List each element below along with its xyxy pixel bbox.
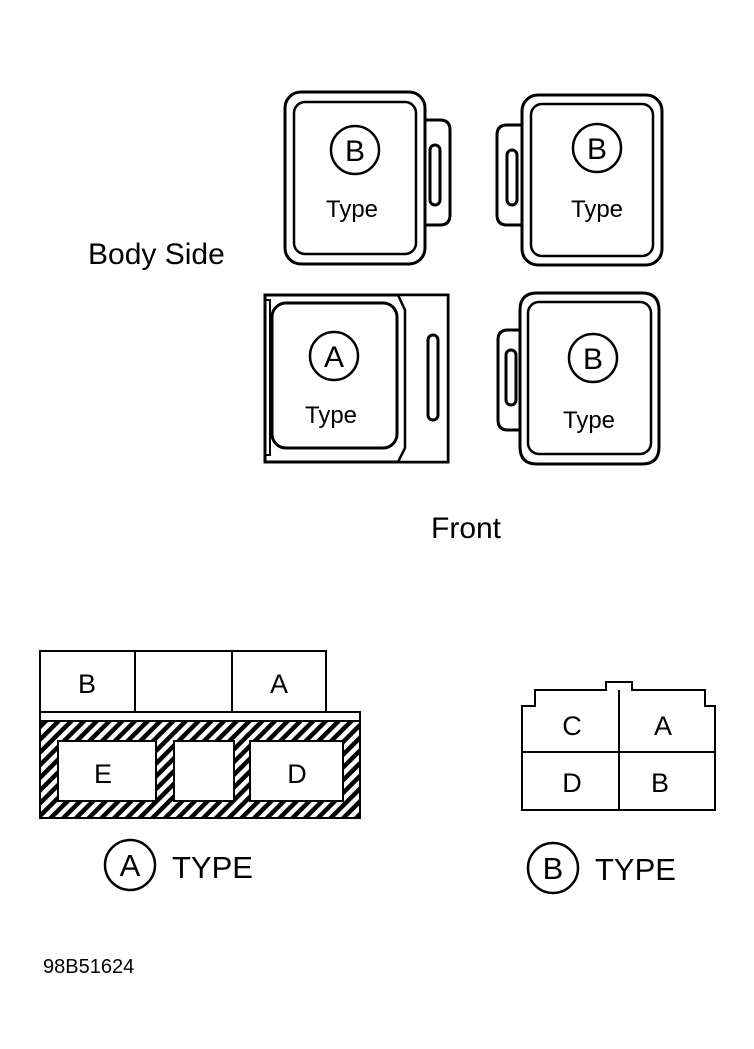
type-circle [567,332,619,384]
terminal-label: B [78,669,96,699]
latch-slot [504,348,518,407]
connector-letter: B [583,343,603,376]
type-a-terminal-layout: B A E D A TYPE [39,650,361,892]
connector-type-label: Type [571,196,623,223]
terminal-cell [134,650,233,713]
connector-type-label: Type [326,196,378,223]
body-side-label: Body Side [88,238,225,271]
connector-type-label: Type [305,402,357,429]
type-circle [329,124,381,176]
connector-letter: B [345,135,365,168]
figure-id: 98B51624 [43,956,135,978]
terminal-label: A [654,711,672,741]
latch-slot [426,333,440,422]
terminal-cell [231,650,327,713]
connector-type-label: Type [563,407,615,434]
terminal-label: B [651,768,669,798]
type-caption: TYPE [595,852,676,887]
connector-letter: A [324,341,344,374]
type-circle [526,841,580,895]
terminal-cell [249,740,344,802]
terminal-label: D [562,768,582,798]
type-letter: B [543,851,564,886]
terminal-label: E [94,759,112,789]
connector-top-right: B Type [495,93,664,267]
connector-bottom-left: A Type [263,293,450,464]
type-letter: A [120,848,141,883]
housing-ledge [39,711,361,722]
terminal-cell [57,740,157,802]
type-caption: TYPE [172,850,253,885]
terminal-label: D [287,759,307,789]
terminal-label: C [562,711,582,741]
latch-slot [505,148,519,207]
connector-letter: B [587,133,607,166]
connector-top-left: B Type [283,90,452,266]
type-circle [103,838,157,892]
type-circle [571,122,623,174]
terminal-cell [173,740,235,802]
connector-bottom-right: B Type [496,291,661,466]
type-b-terminal-layout: C A D B B TYPE [521,681,716,895]
front-label: Front [431,512,502,545]
type-circle [308,330,360,382]
terminal-label: A [270,669,288,699]
latch-slot [428,143,442,207]
